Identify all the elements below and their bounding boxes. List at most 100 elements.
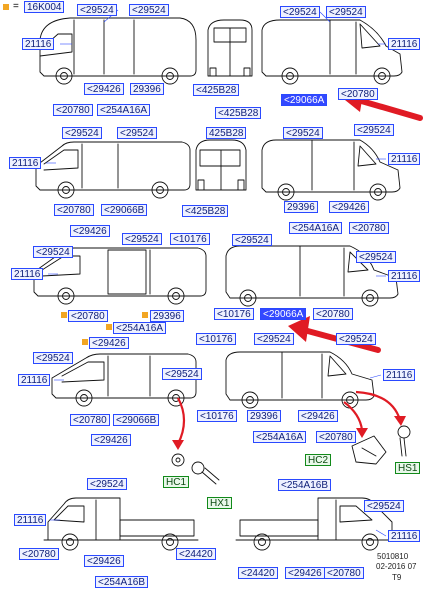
part-number-label[interactable]: 29396 — [150, 310, 184, 322]
van-rear-2 — [195, 139, 247, 191]
pickup-side-right — [235, 497, 397, 551]
van-side-left-4 — [51, 353, 197, 407]
part-number-label[interactable]: <29426 — [84, 555, 124, 567]
part-number-label[interactable]: <20780 — [316, 431, 356, 443]
part-number-label[interactable]: <20780 — [53, 104, 93, 116]
part-number-label[interactable]: 29396 — [130, 83, 164, 95]
part-number-label[interactable]: <20780 — [324, 567, 364, 579]
part-number-label[interactable]: <20780 — [54, 204, 94, 216]
fastener-code-label[interactable]: HX1 — [207, 497, 233, 509]
part-number-label[interactable]: <29524 — [326, 6, 366, 18]
part-number-label[interactable]: 21116 — [22, 38, 55, 50]
part-number-label[interactable]: <29524 — [87, 478, 127, 490]
part-number-label[interactable]: 21116 — [388, 38, 421, 50]
van-rear-1 — [207, 19, 253, 77]
part-number-label[interactable]: 21116 — [9, 157, 42, 169]
part-number-label[interactable]: <254A16B — [278, 479, 331, 491]
part-number-label[interactable]: <20780 — [338, 88, 378, 100]
part-number-label[interactable]: <29524 — [129, 4, 169, 16]
part-number-label[interactable]: <24420 — [176, 548, 216, 560]
part-number-label[interactable]: <29524 — [336, 333, 376, 345]
option-marker — [142, 312, 148, 318]
part-number-label[interactable]: 425B28 — [206, 127, 247, 139]
part-number-label[interactable]: <29426 — [91, 434, 131, 446]
part-number-label[interactable]: <29524 — [62, 127, 102, 139]
part-number-label[interactable]: 21116 — [383, 369, 416, 381]
part-number-label[interactable]: 29396 — [284, 201, 318, 213]
part-number-label[interactable]: <10176 — [170, 233, 210, 245]
part-number-label[interactable]: <29524 — [356, 251, 396, 263]
ref-date: 02-2016 07 — [376, 562, 417, 571]
legend-marker — [3, 4, 9, 10]
part-number-label[interactable]: <20780 — [349, 222, 389, 234]
fastener-code-label[interactable]: HC1 — [163, 476, 190, 488]
part-number-label[interactable]: <24420 — [238, 567, 278, 579]
highlighted-part-label[interactable]: <29066A — [281, 94, 328, 106]
part-number-label[interactable]: <29426 — [329, 201, 369, 213]
bolt-hx1 — [191, 461, 220, 485]
part-number-label[interactable]: <20780 — [70, 414, 110, 426]
highlighted-part-label[interactable]: <29066A — [260, 308, 307, 320]
option-marker — [106, 324, 112, 330]
van-side-left-1 — [39, 17, 197, 85]
part-number-label[interactable]: <29524 — [354, 124, 394, 136]
option-marker — [61, 312, 67, 318]
part-number-label[interactable]: <29524 — [33, 246, 73, 258]
part-number-label[interactable]: <29426 — [285, 567, 325, 579]
part-number-label[interactable]: 29396 — [247, 410, 281, 422]
part-number-label[interactable]: <29524 — [77, 4, 117, 16]
part-number-label[interactable]: <29426 — [70, 225, 110, 237]
legend-equals: = — [13, 1, 19, 12]
part-number-label[interactable]: <425B28 — [193, 84, 240, 96]
part-number-label[interactable]: 21116 — [11, 268, 44, 280]
van-side-right-1 — [261, 19, 403, 85]
part-number-label[interactable]: <29524 — [33, 352, 73, 364]
part-number-label[interactable]: <425B28 — [215, 107, 262, 119]
part-number-label[interactable]: <254A16B — [95, 576, 148, 588]
part-number-label[interactable]: <29066B — [101, 204, 148, 216]
fastener-code-label[interactable]: HS1 — [395, 462, 421, 474]
part-number-label[interactable]: <254A16A — [97, 104, 150, 116]
arrow-highlight-1 — [355, 97, 423, 121]
van-side-left-2 — [35, 141, 191, 199]
part-number-label[interactable]: 21116 — [388, 153, 421, 165]
part-number-label[interactable]: <10176 — [197, 410, 237, 422]
part-number-label[interactable]: <254A16A — [113, 322, 166, 334]
legend-code[interactable]: 16K004 — [24, 1, 65, 13]
part-number-label[interactable]: <20780 — [313, 308, 353, 320]
pickup-side-left — [43, 497, 199, 551]
part-number-label[interactable]: <29524 — [364, 500, 404, 512]
part-number-label[interactable]: <29524 — [122, 233, 162, 245]
clip-hc2 — [351, 435, 387, 465]
part-number-label[interactable]: 21116 — [14, 514, 47, 526]
fastener-code-label[interactable]: HC2 — [305, 454, 332, 466]
part-number-label[interactable]: <20780 — [19, 548, 59, 560]
option-marker — [82, 339, 88, 345]
part-number-label[interactable]: <29524 — [280, 6, 320, 18]
ref-code: T9 — [392, 573, 402, 582]
fastener-hc1 — [171, 453, 185, 467]
part-number-label[interactable]: <29524 — [162, 368, 202, 380]
part-number-label[interactable]: <425B28 — [182, 205, 229, 217]
part-number-label[interactable]: <29426 — [298, 410, 338, 422]
part-number-label[interactable]: <29426 — [84, 83, 124, 95]
van-side-right-4 — [225, 351, 375, 409]
part-number-label[interactable]: <29524 — [117, 127, 157, 139]
part-number-label[interactable]: 21116 — [388, 270, 421, 282]
part-number-label[interactable]: <29524 — [232, 234, 272, 246]
part-number-label[interactable]: <254A16A — [253, 431, 306, 443]
part-number-label[interactable]: <29524 — [254, 333, 294, 345]
van-side-right-2 — [261, 139, 401, 201]
part-number-label[interactable]: 21116 — [18, 374, 51, 386]
part-number-label[interactable]: <20780 — [68, 310, 108, 322]
part-number-label[interactable]: 21116 — [388, 530, 421, 542]
part-number-label[interactable]: <29524 — [283, 127, 323, 139]
part-number-label[interactable]: <254A16A — [289, 222, 342, 234]
ref-number: 5010810 — [377, 552, 409, 561]
part-number-label[interactable]: <29066B — [113, 414, 160, 426]
part-number-label[interactable]: <10176 — [214, 308, 254, 320]
part-number-label[interactable]: <10176 — [196, 333, 236, 345]
part-number-label[interactable]: <29426 — [89, 337, 129, 349]
